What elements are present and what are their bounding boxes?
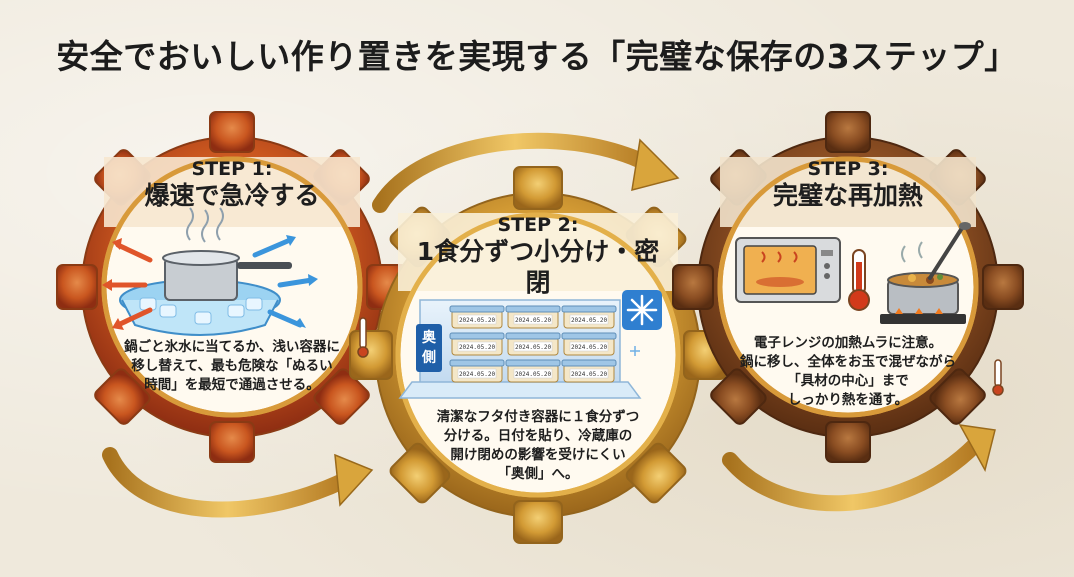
step2-description: 清潔なフタ付き容器に１食分ずつ 分ける。日付を貼り、冷蔵庫の 開け閉めの影響を受… <box>408 408 668 484</box>
food-container: 2024.05.20 <box>561 305 617 329</box>
container-date-label: 2024.05.20 <box>459 317 496 324</box>
gear-step1 <box>56 111 408 463</box>
step2-header: STEP 2: 1食分ずつ小分け・密閉 <box>408 214 668 298</box>
food-container: 2024.05.20 <box>449 305 505 329</box>
container-date-label: 2024.05.20 <box>459 344 496 351</box>
step1-heading: 爆速で急冷する <box>144 181 320 210</box>
food-container: 2024.05.20 <box>505 305 561 329</box>
step2-heading: 1食分ずつ小分け・密閉 <box>416 237 660 297</box>
heat-arrows-out-icon <box>105 237 315 328</box>
step3-label: STEP 3: <box>807 158 889 180</box>
food-container: 2024.05.20 <box>561 332 617 356</box>
container-date-label: 2024.05.20 <box>571 371 608 378</box>
food-container: 2024.05.20 <box>449 332 505 356</box>
gear-step3 <box>672 111 1024 463</box>
step3-header: STEP 3: 完璧な再加熱 <box>728 158 968 211</box>
step3-desc-line: 「具材の中心」まで <box>787 373 909 389</box>
step1-desc-line: 時間」を最短で通過させる。 <box>144 377 320 393</box>
step3-desc-line: しっかり熱を通す。 <box>787 392 909 408</box>
step2-desc-line: 開け閉めの影響を受けにくい <box>450 447 626 463</box>
thermometer-hot-icon <box>848 249 870 311</box>
container-date-label: 2024.05.20 <box>571 344 608 351</box>
back-side-tag: 奥側 <box>416 324 442 372</box>
step3-heading: 完璧な再加熱 <box>772 181 923 210</box>
container-date-label: 2024.05.20 <box>571 317 608 324</box>
flow-arrow-top <box>372 132 680 213</box>
container-date-label: 2024.05.20 <box>515 317 552 324</box>
thermometer-icon <box>357 317 369 358</box>
container-date-label: 2024.05.20 <box>515 371 552 378</box>
step3-desc-line: 鍋に移し、全体をお玉で混ぜながら <box>740 354 956 370</box>
food-containers-grid: 2024.05.20 2024.05.20 2024.05.20 2024.05.20… <box>449 305 617 383</box>
step1-label: STEP 1: <box>191 158 273 180</box>
snowflake-icon <box>622 290 662 356</box>
pot-with-ladle-illustration <box>880 222 971 324</box>
flow-arrow-bottom-left <box>102 447 374 518</box>
step1-desc-line: 鍋ごと氷水に当てるか、浅い容器に <box>124 339 340 355</box>
fridge-shelf-illustration: 2024.05.20 2024.05.20 2024.05.20 2024.05.20… <box>398 299 642 399</box>
microwave-illustration <box>735 237 841 303</box>
food-container: 2024.05.20 <box>505 332 561 356</box>
step2-desc-line: 分ける。日付を貼り、冷蔵庫の <box>443 428 633 444</box>
step3-description: 電子レンジの加熱ムラに注意。 鍋に移し、全体をお玉で混ぜながら 「具材の中心」ま… <box>718 334 978 410</box>
step1-description: 鍋ごと氷水に当てるか、浅い容器に 移し替えて、最も危険な「ぬるい 時間」を最短で… <box>92 338 372 395</box>
step2-desc-line: 「奥側」へ。 <box>497 466 579 482</box>
step1-header: STEP 1: 爆速で急冷する <box>112 158 352 211</box>
food-container: 2024.05.20 <box>449 359 505 383</box>
container-date-label: 2024.05.20 <box>459 371 496 378</box>
container-date-label: 2024.05.20 <box>515 344 552 351</box>
flow-arrow-bottom-right <box>722 424 996 512</box>
food-container: 2024.05.20 <box>505 359 561 383</box>
step2-label: STEP 2: <box>497 214 579 236</box>
step1-desc-line: 移し替えて、最も危険な「ぬるい <box>131 358 333 374</box>
step2-desc-line: 清潔なフタ付き容器に１食分ずつ <box>436 409 640 425</box>
pot-in-ice-bath-illustration <box>102 207 318 336</box>
thermometer-small-icon <box>992 359 1004 396</box>
food-container: 2024.05.20 <box>561 359 617 383</box>
page-title: 安全でおいしい作り置きを実現する「完璧な保存の3ステップ」 <box>56 37 1018 76</box>
step3-desc-line: 電子レンジの加熱ムラに注意。 <box>753 335 943 351</box>
